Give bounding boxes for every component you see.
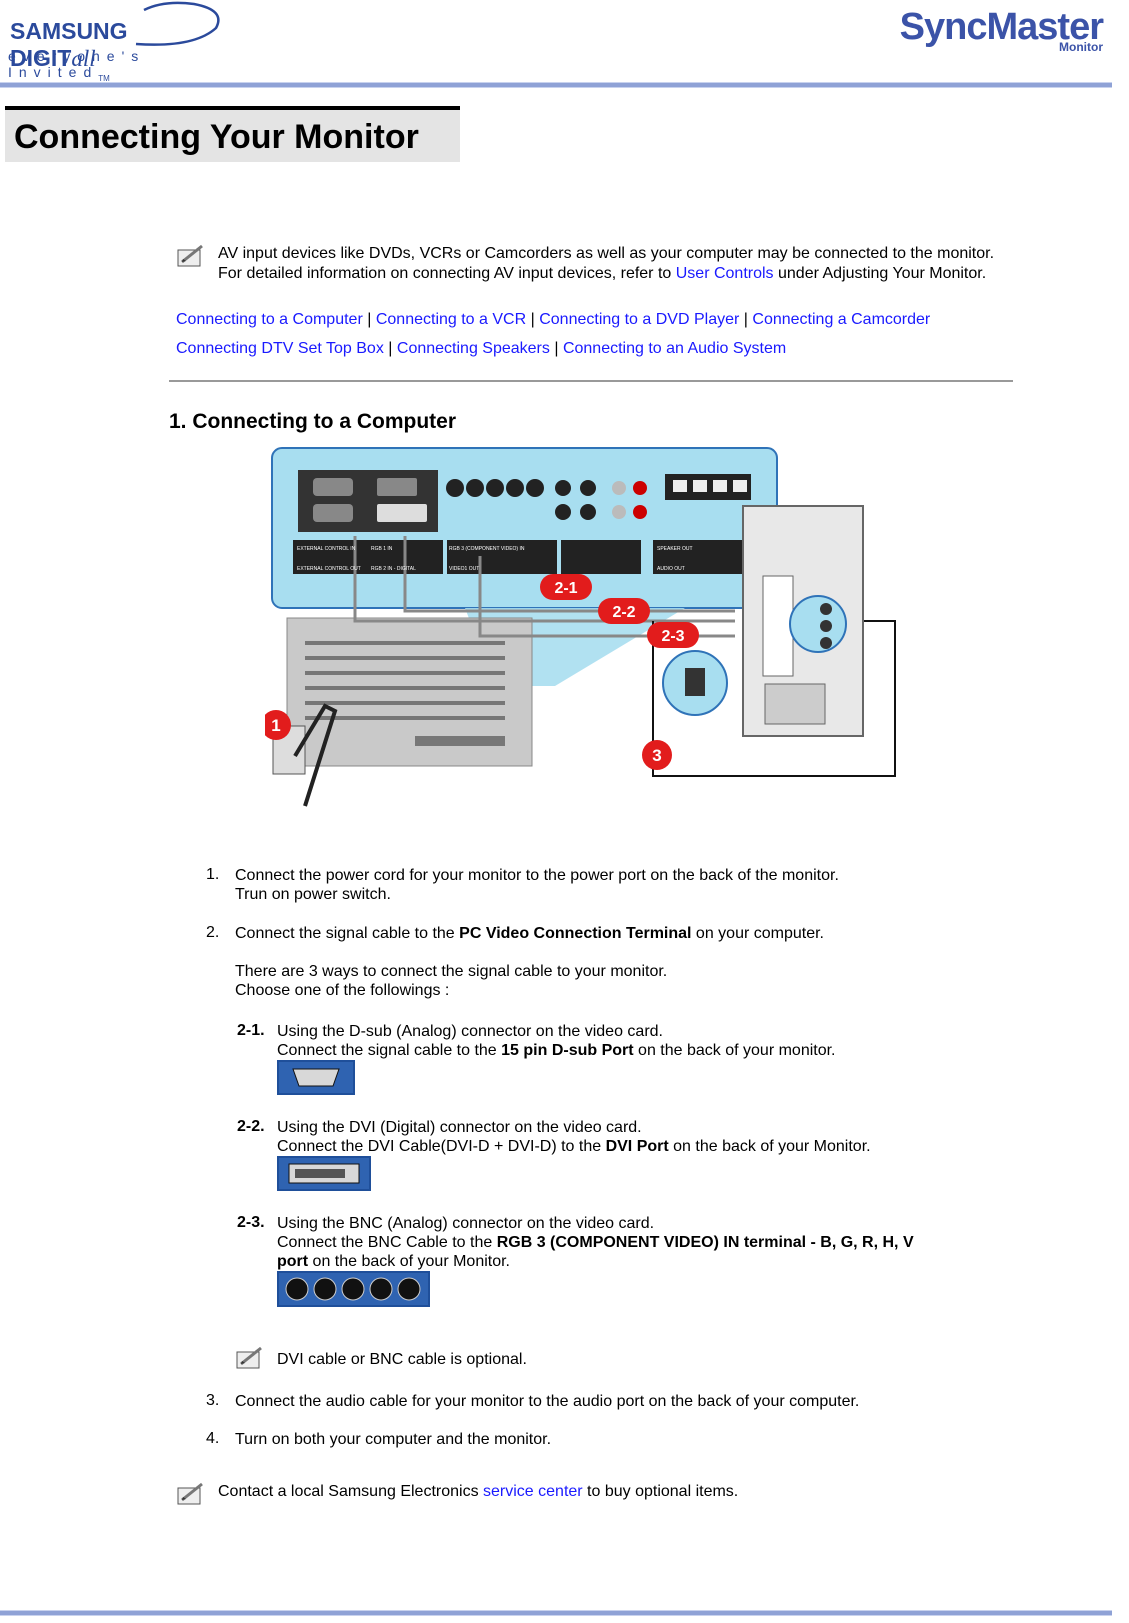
dsub-port-icon (292, 1068, 340, 1087)
brand-name: SAMSUNG DIGITall (10, 18, 128, 71)
intro-note: AV input devices like DVDs, VCRs or Camc… (218, 245, 995, 282)
callout-2-3: 2-3 (661, 628, 684, 645)
dvi-port-image (277, 1156, 371, 1191)
vent-grid (305, 641, 505, 746)
callout-2-2: 2-2 (612, 604, 635, 621)
svg-text:SPEAKER OUT: SPEAKER OUT (657, 546, 693, 552)
option-2-3-label: 2-3. (237, 1214, 265, 1231)
svg-text:VIDEO1 OUT: VIDEO1 OUT (449, 566, 479, 572)
link-connecting-speakers[interactable]: Connecting Speakers (396, 340, 550, 357)
svg-text:RGB 2 IN - DIGITAL: RGB 2 IN - DIGITAL (371, 566, 416, 572)
syncmaster-logo: SyncMaster (899, 6, 1104, 48)
svg-text:RGB 3 (COMPONENT VIDEO) IN: RGB 3 (COMPONENT VIDEO) IN (449, 546, 525, 552)
link-user-controls[interactable]: User Controls (675, 265, 774, 282)
section-title: 1. Connecting to a Computer (169, 410, 457, 433)
option-2-2-text: Using the DVI (Digital) connector on the… (277, 1119, 871, 1155)
brand-tagline: everyone's InvitedTM (8, 48, 146, 83)
nav-links-row1: Connecting to a Computer | Connecting to… (176, 311, 931, 328)
footer-rule (0, 1610, 1112, 1616)
callout-3: 3 (652, 746, 661, 765)
note-icon (177, 244, 203, 267)
header-rule (0, 82, 1112, 88)
step-1-text: Connect the power cord for your monitor … (235, 867, 839, 903)
option-2-3-text: Using the BNC (Analog) connector on the … (277, 1215, 914, 1270)
link-connecting-vcr[interactable]: Connecting to a VCR (375, 311, 527, 328)
page-title-box: Connecting Your Monitor (5, 106, 460, 162)
nav-links-row2: Connecting DTV Set Top Box | Connecting … (176, 340, 787, 357)
callouts: 2-1 2-2 2-3 1 3 (265, 574, 699, 770)
svg-text:RGB 1 IN: RGB 1 IN (371, 546, 393, 552)
svg-text:EXTERNAL CONTROL OUT: EXTERNAL CONTROL OUT (297, 566, 361, 572)
step-2-detail: There are 3 ways to connect the signal c… (235, 963, 668, 999)
label-strip (293, 540, 443, 574)
audio-port-closeup (789, 595, 847, 653)
svg-text:AUDIO OUT: AUDIO OUT (657, 566, 685, 572)
callout-2-1: 2-1 (554, 580, 577, 597)
step-3-number: 3. (206, 1392, 220, 1409)
link-connecting-computer[interactable]: Connecting to a Computer (176, 311, 363, 328)
footer-note: Contact a local Samsung Electronics serv… (218, 1483, 739, 1500)
panel-labels: EXTERNAL CONTROL IN RGB 1 IN EXTERNAL CO… (297, 546, 693, 572)
note-icon (236, 1346, 262, 1369)
page-header: SAMSUNG DIGITall everyone's InvitedTM Sy… (0, 0, 1129, 95)
dvi-port-icon (288, 1163, 360, 1184)
optional-cable-note: DVI cable or BNC cable is optional. (277, 1351, 527, 1368)
step-2-text: Connect the signal cable to the PC Video… (235, 925, 824, 942)
link-connecting-audio[interactable]: Connecting to an Audio System (562, 340, 787, 357)
step-1-number: 1. (206, 866, 220, 883)
link-service-center[interactable]: service center (483, 1483, 583, 1500)
step-4-number: 4. (206, 1430, 220, 1447)
bnc-port-image (277, 1271, 430, 1307)
connection-diagram: 2-1 2-2 2-3 1 3 EXTERNAL CONTROL IN RGB … (265, 447, 896, 807)
option-2-1-label: 2-1. (237, 1022, 265, 1039)
link-connecting-camcorder[interactable]: Connecting a Camcorder (752, 311, 931, 328)
audio-cable (652, 620, 896, 777)
link-connecting-dtv[interactable]: Connecting DTV Set Top Box (176, 340, 384, 357)
option-2-1-text: Using the D-sub (Analog) connector on th… (277, 1023, 836, 1059)
syncmaster-sub: Monitor (1059, 40, 1103, 54)
logo-swoosh-icon (135, 1, 220, 46)
step-4-text: Turn on both your computer and the monit… (235, 1431, 552, 1448)
power-cord (293, 703, 338, 807)
page-title: Connecting Your Monitor (14, 118, 419, 156)
bnc-port-icon (285, 1277, 421, 1301)
samsung-logo: SAMSUNG DIGITall everyone's InvitedTM (4, 0, 220, 83)
callout-1: 1 (271, 716, 280, 735)
note-icon (177, 1482, 203, 1505)
step-3-text: Connect the audio cable for your monitor… (235, 1393, 860, 1410)
svg-text:EXTERNAL CONTROL IN: EXTERNAL CONTROL IN (297, 546, 356, 552)
link-connecting-dvd[interactable]: Connecting to a DVD Player (539, 311, 740, 328)
dsub-port-image (277, 1060, 355, 1095)
section-divider (169, 380, 1013, 382)
step-2-number: 2. (206, 924, 220, 941)
bnc-connectors (446, 479, 647, 520)
option-2-2-label: 2-2. (237, 1118, 265, 1135)
